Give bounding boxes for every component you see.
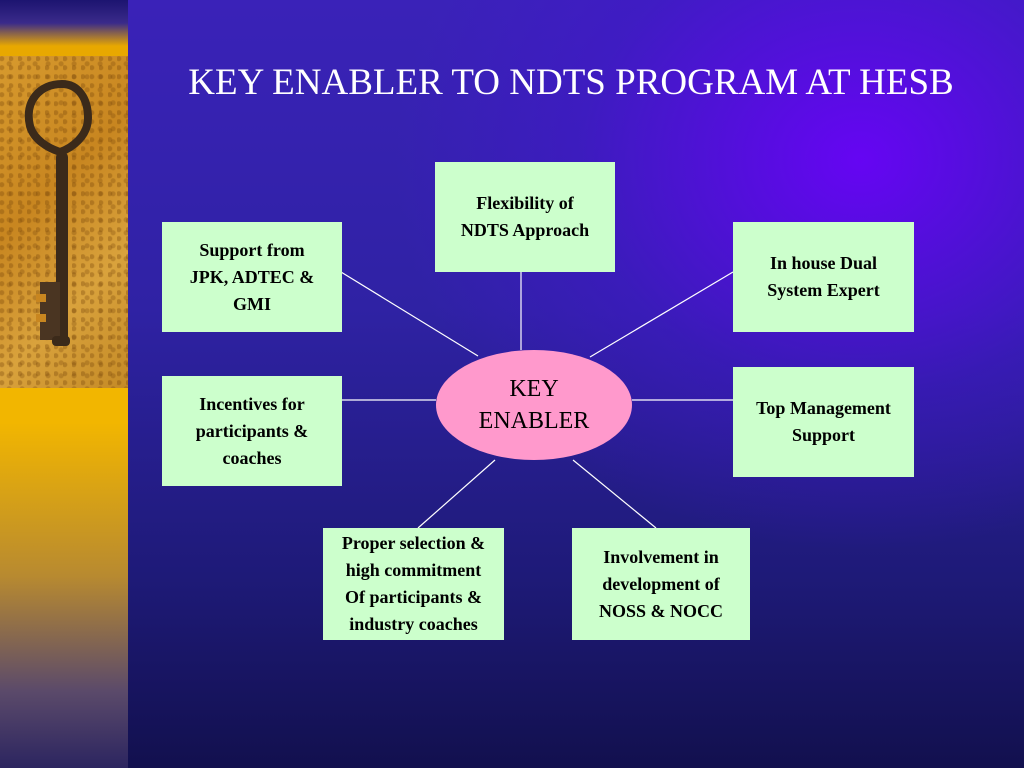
key-enabler-hub: KEY ENABLER: [436, 350, 632, 460]
connector-upper-left: [340, 271, 479, 357]
box-involvement: Involvement in development of NOSS & NOC…: [572, 528, 750, 640]
slide-title: KEY ENABLER TO NDTS PROGRAM AT HESB: [188, 62, 954, 103]
box-support-from: Support from JPK, ADTEC & GMI: [162, 222, 342, 332]
box-top-management: Top Management Support: [733, 367, 914, 477]
box-in-house-expert: In house Dual System Expert: [733, 222, 914, 332]
key-photo: [0, 56, 128, 388]
old-key-icon: [24, 79, 93, 346]
connector-lower-right: [572, 459, 657, 529]
box-proper-selection: Proper selection & high commitment Of pa…: [323, 528, 504, 640]
box-incentives: Incentives for participants & coaches: [162, 376, 342, 486]
connector-lower-left: [417, 459, 496, 529]
connector-upper-right: [589, 271, 734, 358]
box-flexibility: Flexibility of NDTS Approach: [435, 162, 615, 272]
